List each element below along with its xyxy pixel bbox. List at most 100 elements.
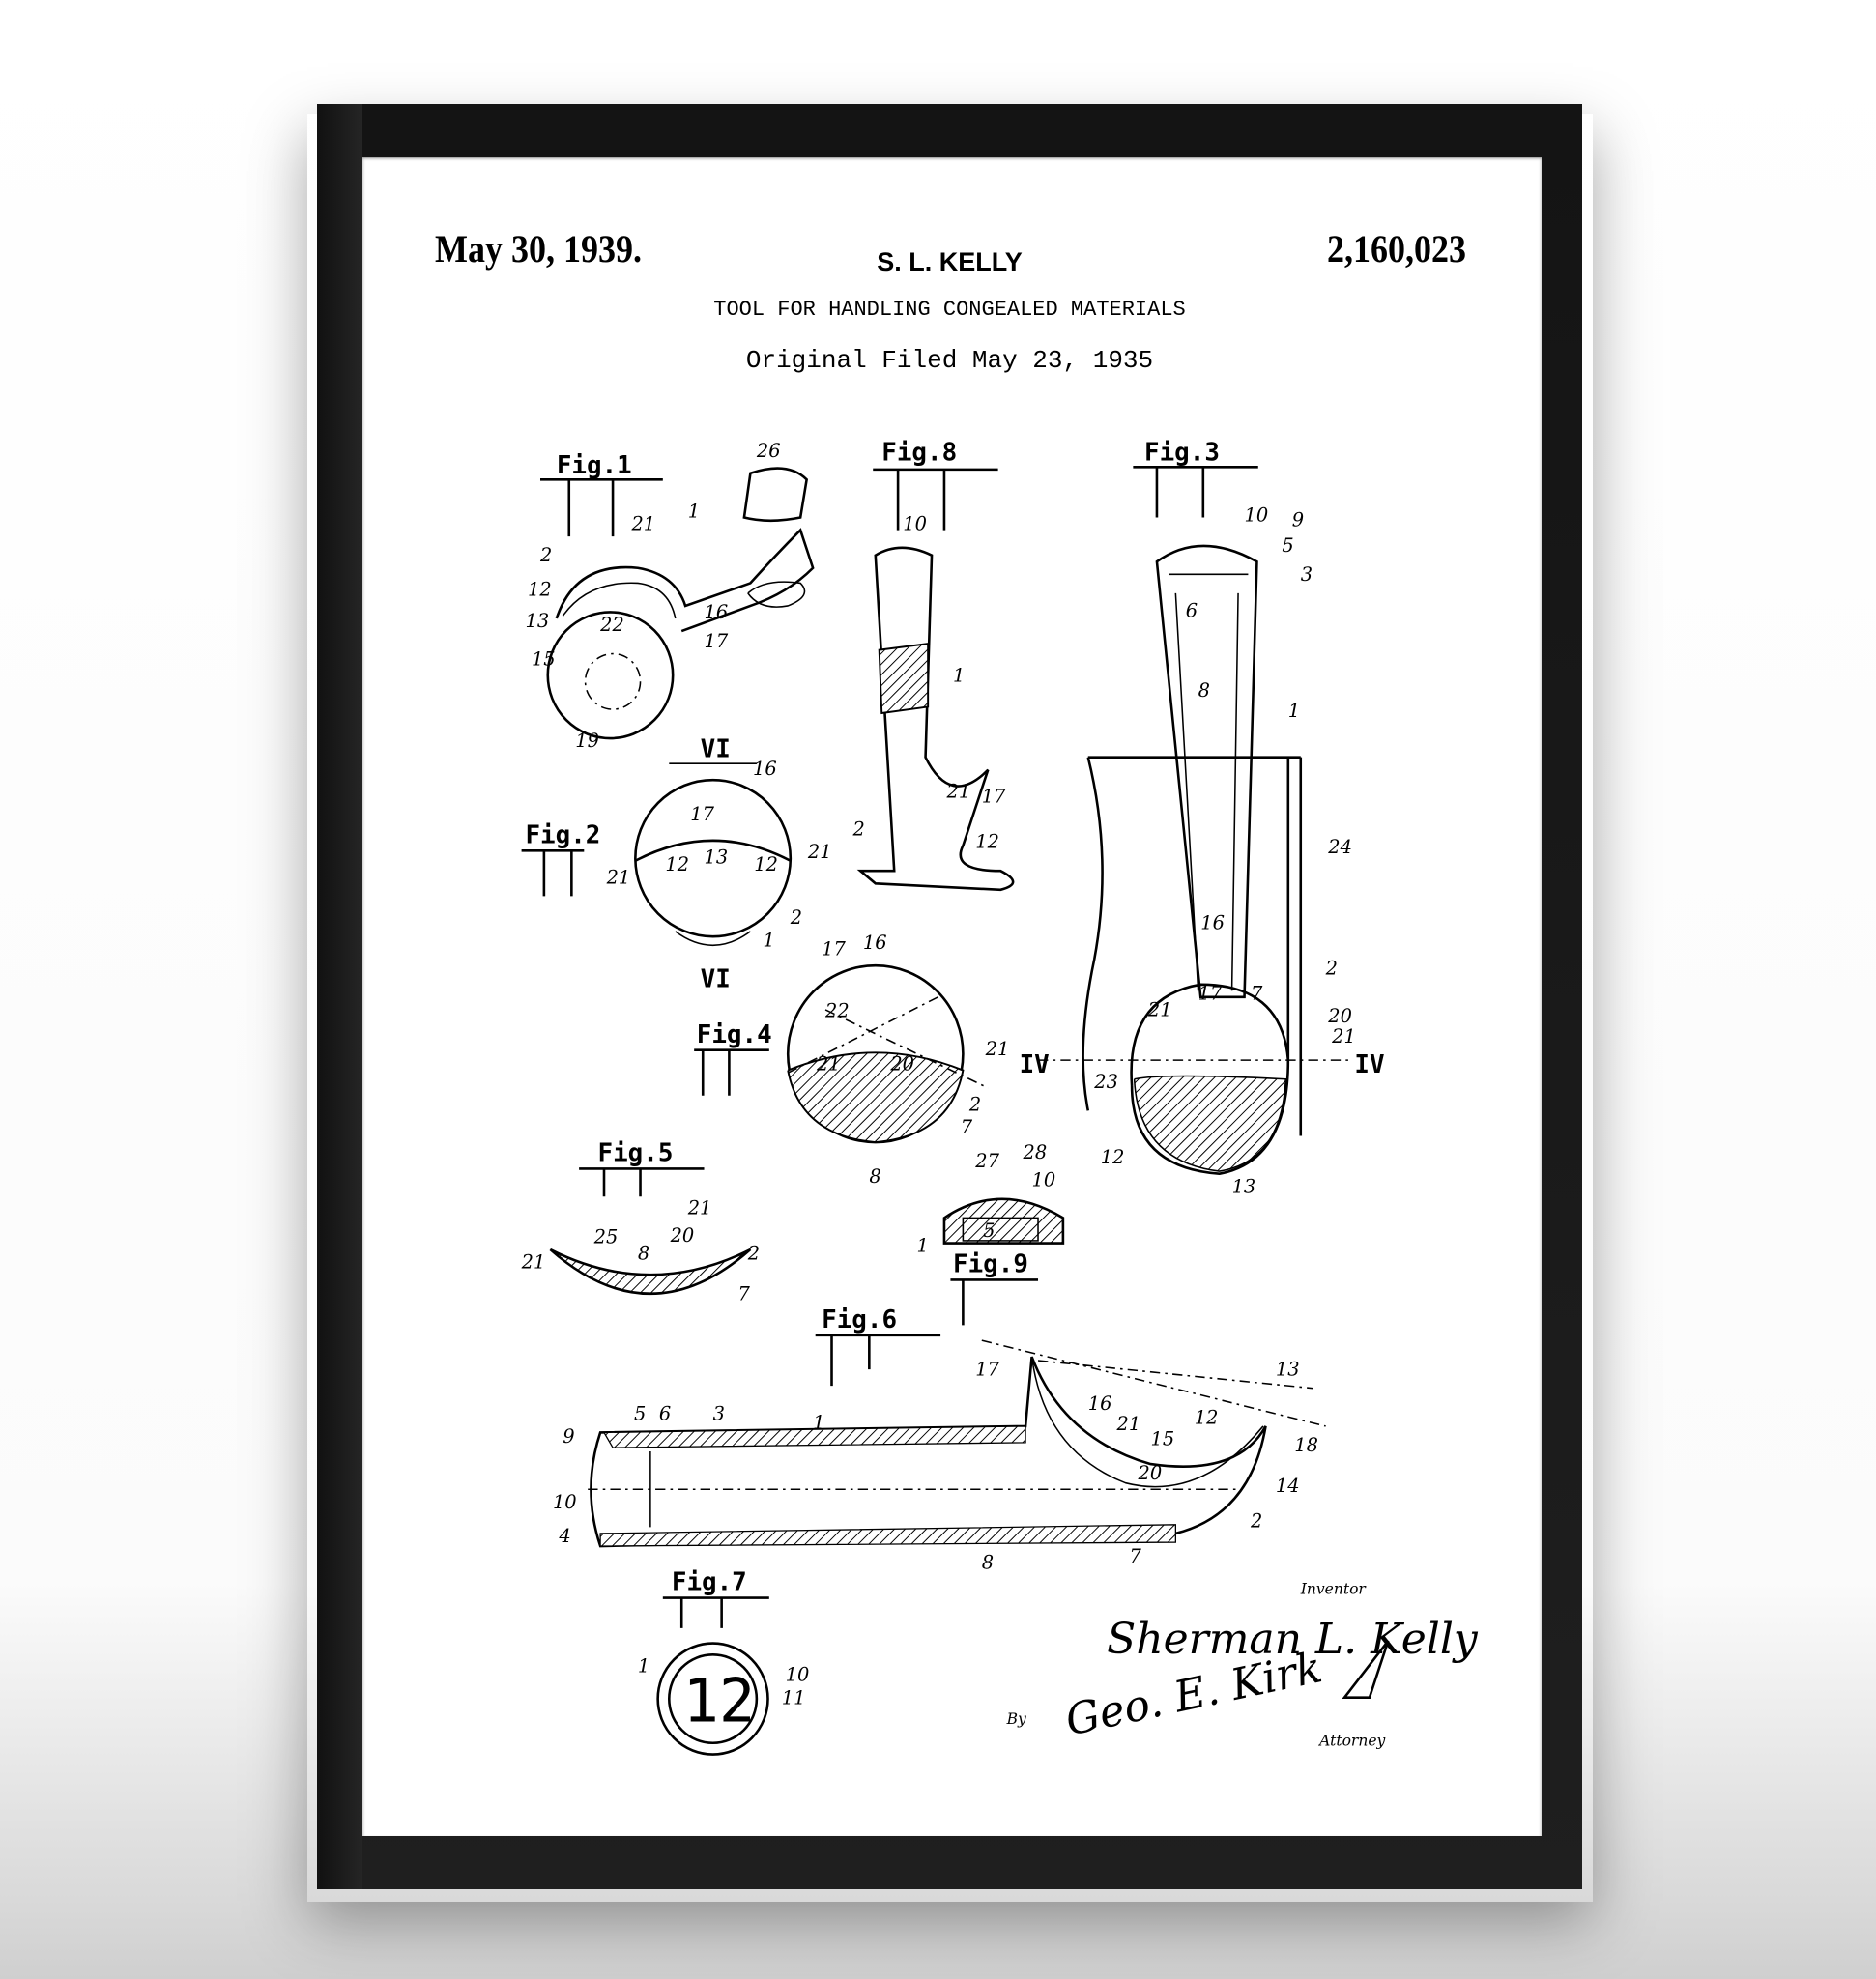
reference-numeral: 9: [563, 1425, 574, 1448]
reference-numeral: 7: [1129, 1545, 1141, 1567]
reference-numeral: 1: [1288, 700, 1300, 722]
patent-date: May 30, 1939.: [435, 227, 642, 271]
figure-label: Fig.8: [881, 439, 957, 468]
reference-numeral: 27: [974, 1150, 999, 1172]
reference-numeral: 1: [763, 930, 774, 952]
reference-numeral: 5: [634, 1402, 646, 1424]
patent-print: [362, 157, 1542, 1836]
figure-9: Fig.9 27 28 10 1 5: [917, 1141, 1065, 1326]
reference-numeral: 2: [1250, 1509, 1262, 1532]
reference-numeral: 25: [593, 1225, 619, 1248]
patent-number: 2,160,023: [1327, 227, 1466, 271]
reference-numeral: 21: [521, 1251, 546, 1274]
reference-numeral: 10: [1032, 1169, 1056, 1191]
figure-7: Fig.7 12 1 10 11: [638, 1568, 809, 1756]
inventor-caption: Inventor: [1300, 1581, 1368, 1598]
reference-numeral: 13: [1232, 1175, 1256, 1197]
reference-numeral: 10: [1245, 503, 1269, 526]
reference-numeral: 1: [688, 500, 700, 522]
reference-numeral: 22: [599, 614, 624, 636]
reference-numeral: 13: [1276, 1359, 1300, 1381]
figure-label: Fig.6: [822, 1305, 897, 1334]
reference-numeral: 14: [1276, 1475, 1300, 1497]
reference-numeral: 16: [753, 758, 777, 780]
reference-numeral: 22: [824, 1000, 850, 1022]
reference-numeral: 7: [1251, 982, 1263, 1004]
reference-numeral: 28: [1022, 1141, 1047, 1163]
reference-numeral: 20: [1327, 1005, 1352, 1027]
reference-numeral: 12: [754, 853, 778, 875]
figure-label: Fig.2: [525, 820, 600, 849]
reference-numeral: 1: [638, 1655, 649, 1678]
fig7-numerals: 1 10 11: [638, 1655, 809, 1709]
reference-numeral: 20: [889, 1053, 914, 1076]
attorney-caption: Attorney: [1317, 1732, 1385, 1749]
reference-numeral: 2: [539, 544, 552, 566]
reference-numeral: 2: [1325, 957, 1338, 979]
reference-numeral: 17: [822, 938, 846, 961]
figure-label: Fig.9: [953, 1249, 1028, 1278]
reference-numeral: 8: [982, 1551, 994, 1573]
reference-numeral: 21: [606, 866, 631, 888]
reference-numeral: 17: [690, 803, 714, 825]
reference-numeral: 20: [670, 1224, 695, 1247]
reference-numeral: 8: [1198, 679, 1210, 702]
by-label: By: [1006, 1710, 1026, 1728]
reference-numeral: 17: [1198, 982, 1223, 1004]
reference-numeral: 21: [1116, 1413, 1141, 1435]
reference-numeral: 21: [1147, 998, 1172, 1020]
reference-numeral: 15: [1150, 1427, 1174, 1449]
reference-numeral: 2: [790, 906, 802, 929]
filed-date: Original Filed May 23, 1935: [745, 346, 1154, 375]
reference-numeral: 1: [953, 664, 965, 686]
reference-numeral: 21: [687, 1196, 712, 1219]
reference-numeral: 10: [553, 1491, 577, 1513]
reference-numeral: 11: [782, 1686, 806, 1708]
reference-numeral: 15: [532, 647, 556, 670]
reference-numeral: 21: [1331, 1025, 1356, 1047]
reference-numeral: VI: [701, 964, 731, 993]
reference-numeral: 17: [705, 630, 729, 652]
reference-numeral: 2: [968, 1093, 981, 1115]
figure-label: Fig.7: [672, 1568, 747, 1597]
reference-numeral: 21: [946, 780, 971, 802]
reference-numeral: 6: [659, 1402, 671, 1424]
reference-numeral: 17: [982, 786, 1006, 808]
reference-numeral: 17: [975, 1359, 999, 1381]
reference-numeral: 24: [1327, 836, 1352, 858]
reference-numeral: 12: [975, 831, 999, 853]
reference-numeral: 9: [1292, 509, 1304, 531]
reference-numeral: IV: [1354, 1050, 1384, 1079]
reference-numeral: 16: [1088, 1392, 1112, 1415]
reference-numeral: 12: [528, 578, 552, 600]
reference-numeral: 5: [1282, 534, 1293, 557]
reference-numeral: 12: [1195, 1406, 1219, 1428]
fig7-badge: 12: [683, 1665, 756, 1735]
reference-numeral: 16: [1200, 911, 1225, 933]
reference-numeral: 10: [786, 1664, 810, 1686]
reference-numeral: 5: [983, 1219, 995, 1242]
reference-numeral: 10: [903, 512, 927, 534]
reference-numeral: 23: [1093, 1071, 1118, 1093]
reference-numeral: 1: [917, 1235, 929, 1257]
reference-numeral: 26: [756, 440, 781, 462]
inventor-signature: Sherman L. Kelly: [1107, 1615, 1479, 1664]
reference-numeral: 8: [638, 1242, 649, 1264]
inventor-name: S. L. KELLY: [877, 247, 1023, 276]
reference-numeral: 6: [1186, 600, 1198, 622]
reference-numeral: 12: [665, 853, 689, 875]
patent-title: TOOL FOR HANDLING CONGEALED MATERIALS: [713, 298, 1186, 322]
reference-numeral: 2: [747, 1242, 760, 1264]
